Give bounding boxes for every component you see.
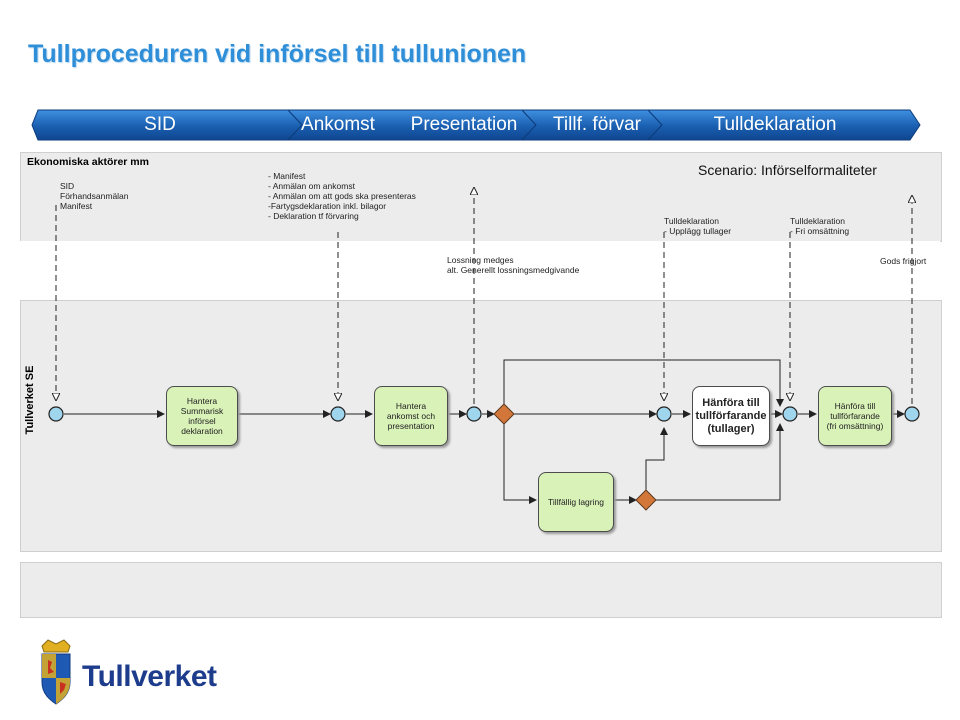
scenario-label: Scenario: Införselformaliteter bbox=[698, 162, 877, 178]
tullverket-logo-text: Tullverket bbox=[82, 660, 217, 693]
event-tullager bbox=[656, 406, 672, 422]
phase-presentation: Presentation bbox=[410, 114, 518, 135]
note-gods-frigjort: Gods frigjort bbox=[880, 256, 927, 266]
note-tulldeklaration-tullager: Tulldeklaration- Upplägg tullager bbox=[664, 216, 732, 236]
seq-flow-loop-top bbox=[503, 359, 784, 407]
phase-bar bbox=[31, 109, 921, 141]
event-lossning bbox=[466, 406, 482, 422]
gateway-1 bbox=[493, 403, 515, 425]
tullverket-crest-icon bbox=[41, 639, 71, 705]
lane-ekonomiska-aktorer bbox=[20, 152, 942, 242]
note-tulldeklaration-fri: Tulldeklaration- Fri omsättning bbox=[790, 216, 850, 236]
page-title: Tullproceduren vid införsel till tulluni… bbox=[28, 40, 527, 68]
phase-chevron-tulldeklaration bbox=[646, 109, 921, 141]
event-gods bbox=[904, 406, 920, 422]
lane-gap bbox=[20, 241, 940, 301]
seq-flow-lagring-to-tullager bbox=[645, 427, 668, 490]
seq-flow-lagring-to-fri bbox=[656, 423, 784, 501]
event-sid bbox=[48, 406, 64, 422]
phase-tulldeklaration: Tulldeklaration bbox=[713, 114, 837, 135]
seq-flow-to-lagring bbox=[503, 424, 537, 504]
lane-title-top: Ekonomiska aktörer mm bbox=[27, 156, 149, 168]
event-ankomst bbox=[330, 406, 346, 422]
gateway-2 bbox=[635, 489, 657, 511]
phase-ankomst: Ankomst bbox=[301, 114, 375, 135]
task-tillfallig-lagring: Tillfällig lagring bbox=[538, 472, 614, 532]
phase-sid: SID bbox=[144, 114, 176, 135]
phase-tillf-forvar: Tillf. förvar bbox=[553, 114, 641, 135]
note-ankomst: - Manifest- Anmälan om ankomst- Anmälan … bbox=[268, 171, 416, 221]
lane-bottom bbox=[20, 562, 942, 618]
event-fri bbox=[782, 406, 798, 422]
